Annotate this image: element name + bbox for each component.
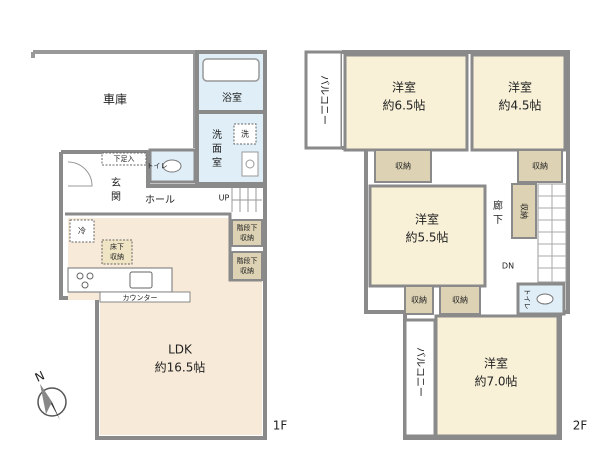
room-c-size: 約5.5帖 — [405, 230, 448, 245]
floor-1f: 車庫 浴室 洗 面 室 洗 LDK 約16.5帖 冷 床下 収納 — [31, 50, 288, 440]
room-d-size: 約7.0帖 — [474, 374, 517, 389]
room-c — [368, 184, 487, 288]
storage-e — [439, 285, 481, 315]
toilet-2f-label: トイレ — [523, 289, 531, 310]
room-a-size: 約6.5帖 — [382, 98, 425, 113]
toilet-2f-bowl — [536, 293, 554, 305]
understair-storage-1 — [231, 219, 263, 247]
stove-burner-3 — [81, 281, 89, 289]
balcony-top — [304, 50, 344, 150]
down-label: DN — [502, 262, 514, 271]
garage-label: 車庫 — [103, 93, 127, 107]
balcony-top-label: バルコニー — [318, 75, 330, 125]
bathtub — [202, 58, 260, 82]
hall-label: ホール — [145, 194, 175, 206]
storage-a — [374, 149, 432, 183]
compass-needle-tail — [40, 384, 52, 414]
room-a — [343, 53, 469, 152]
washer-box — [233, 123, 257, 145]
storage-b — [517, 149, 563, 183]
entrance-label-2: 関 — [111, 191, 121, 203]
room-d-name: 洋室 — [484, 356, 508, 371]
stairs-1f — [231, 188, 262, 212]
shoe-storage — [101, 152, 147, 166]
corridor-label-2: 下 — [493, 215, 503, 226]
floor2-label: 2F — [573, 419, 588, 433]
up-label: UP — [219, 194, 230, 203]
storage-b-label: 収納 — [532, 161, 548, 171]
floor1-label: 1F — [273, 419, 288, 433]
stove-burner-1 — [76, 272, 84, 280]
floor-2f: バルコニー 洋室 約6.5帖 洋室 約4.5帖 収納 収納 洋室 約5.5帖 収… — [304, 50, 588, 440]
balcony-bottom — [403, 318, 437, 438]
bath-label: 浴室 — [222, 91, 242, 104]
storage-d — [404, 285, 434, 315]
understair-2-label-2: 収納 — [240, 266, 254, 275]
entrance-label-1: 玄 — [111, 176, 121, 189]
corridor-label-1: 廊 — [493, 199, 503, 212]
understair-2-label-1: 階段下 — [237, 256, 258, 265]
storage-a-label: 収納 — [395, 161, 411, 171]
basin-bowl — [245, 159, 255, 169]
compass-north: N — [33, 368, 47, 384]
room-b-size: 約4.5帖 — [498, 98, 541, 113]
washroom-label-3: 室 — [212, 156, 222, 169]
fridge — [69, 219, 95, 243]
stove-burner-2 — [86, 272, 94, 280]
kitchen-sink — [129, 271, 153, 289]
understair-storage-2 — [231, 251, 263, 281]
stairs-2f — [537, 183, 567, 283]
ldk-size: 約16.5帖 — [155, 360, 206, 375]
underfloor-label-1: 床下 — [110, 242, 124, 251]
counter-bar — [99, 291, 191, 303]
underfloor-label-2: 収納 — [110, 252, 124, 261]
washroom-label-1: 洗 — [212, 129, 222, 141]
understair-1-label-1: 階段下 — [237, 223, 258, 232]
storage-d-label: 収納 — [411, 295, 427, 305]
storage-c-label: 収納 — [520, 203, 530, 219]
storage-e-label: 収納 — [452, 295, 468, 305]
counter-label: カウンター — [123, 293, 158, 302]
compass: N — [33, 368, 67, 420]
kitchen-counter — [67, 267, 173, 293]
toilet-1f-label: トイレ — [147, 162, 168, 170]
entrance — [100, 166, 146, 210]
room-a-name: 洋室 — [392, 80, 416, 95]
underfloor-storage — [101, 239, 133, 265]
room-c-name: 洋室 — [415, 212, 439, 227]
entrance-door-swing — [67, 161, 93, 187]
balcony-bottom-label: バルコニー — [414, 347, 426, 397]
washer-label: 洗 — [241, 129, 249, 139]
storage-c — [511, 183, 537, 239]
understair-1-label-2: 収納 — [240, 233, 254, 242]
fridge-label: 冷 — [78, 226, 86, 236]
ldk-name: LDK — [168, 343, 193, 357]
compass-ring — [37, 387, 67, 417]
wash-basin — [241, 151, 259, 177]
toilet-1f-bowl — [162, 159, 182, 173]
shoe-storage-label: 下足入 — [114, 155, 135, 163]
room-b — [470, 53, 567, 152]
room-b-name: 洋室 — [508, 80, 532, 95]
washroom-label-2: 面 — [212, 144, 222, 155]
